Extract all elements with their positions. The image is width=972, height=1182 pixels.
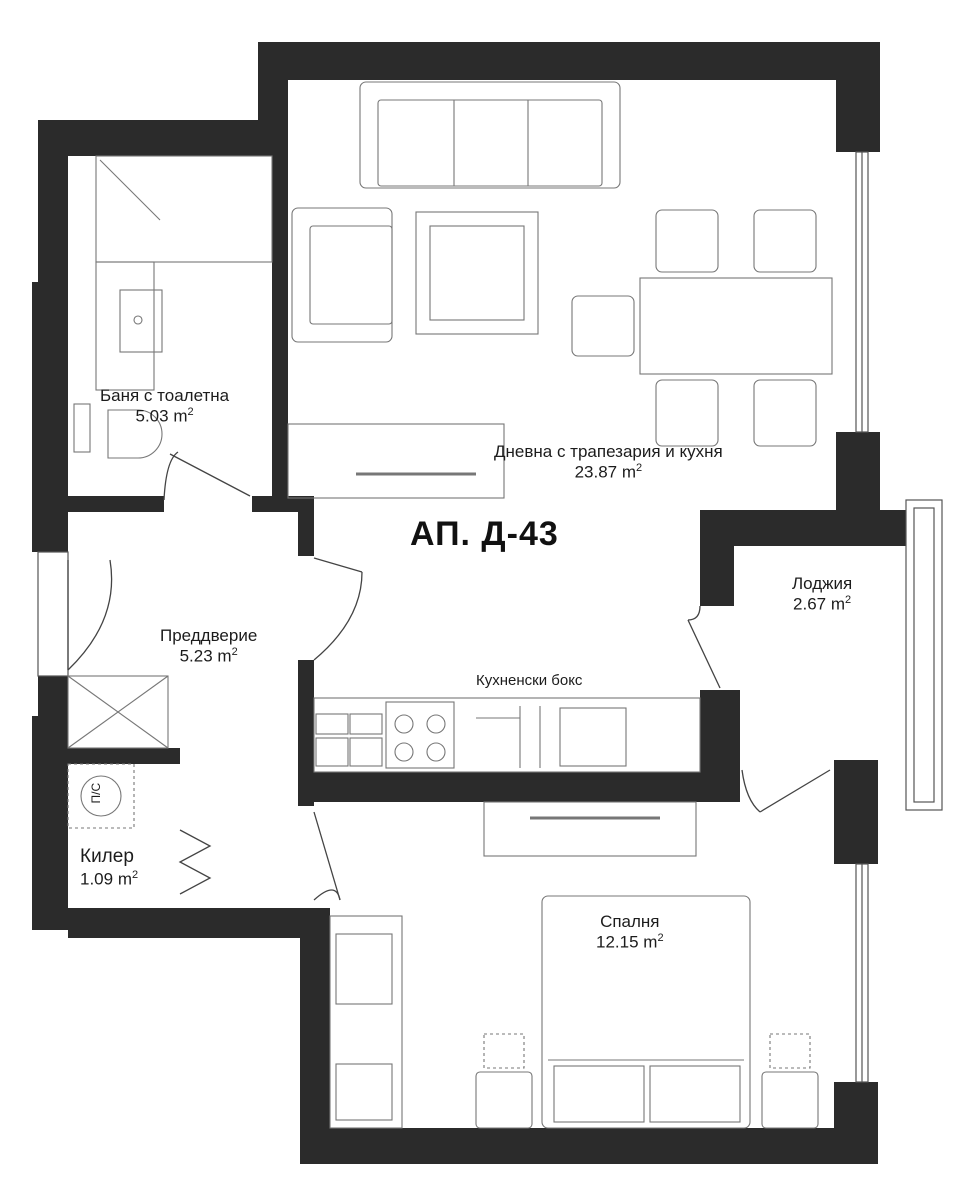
window-loggia bbox=[905, 499, 943, 811]
shaft bbox=[67, 763, 135, 829]
armchair bbox=[291, 207, 393, 343]
wardrobe bbox=[329, 915, 403, 1129]
hall-cabinet bbox=[67, 675, 169, 749]
room-area: 5.23 bbox=[179, 647, 213, 667]
coffee-table bbox=[415, 211, 539, 335]
wall-hall-right-b bbox=[298, 660, 314, 806]
doors bbox=[67, 451, 831, 901]
shower bbox=[95, 155, 273, 263]
room-name: Лоджия bbox=[792, 574, 853, 593]
room-name: Преддверие bbox=[160, 626, 258, 645]
room-area: 2.67 bbox=[793, 595, 827, 615]
wall-right-upper bbox=[836, 80, 880, 152]
window-left-hall bbox=[37, 551, 69, 677]
wall-bath-bottom-a bbox=[68, 496, 164, 512]
room-label-bedroom: Спалня 12.15 m2 bbox=[596, 912, 664, 953]
wall-bath-top bbox=[38, 120, 272, 156]
bed bbox=[541, 895, 751, 1129]
wall-bath-bottom-b bbox=[252, 496, 302, 512]
wall-pantry-top bbox=[68, 748, 180, 764]
room-label-pantry: Килер 1.09 m2 bbox=[80, 846, 139, 889]
door-bedroom[interactable] bbox=[313, 811, 341, 901]
furniture bbox=[67, 81, 833, 1129]
bathroom-sink bbox=[95, 261, 163, 391]
tv-unit bbox=[287, 423, 505, 499]
wall-kitchen-bottom bbox=[298, 772, 740, 802]
wall-left-block bbox=[32, 282, 44, 552]
room-name: Баня с тоалетна bbox=[100, 386, 230, 405]
door-bath[interactable] bbox=[163, 451, 251, 501]
wall-loggia-top bbox=[700, 510, 906, 546]
room-name: Дневна с трапезария и кухня bbox=[494, 442, 723, 461]
room-label-loggia: Лоджия 2.67 m2 bbox=[792, 574, 853, 615]
door-pantry-folding[interactable] bbox=[178, 829, 212, 895]
room-label-bath: Баня с тоалетна 5.03 m2 bbox=[100, 386, 230, 427]
door-loggia-lower[interactable] bbox=[741, 769, 831, 813]
room-label-living: Дневна с трапезария и кухня 23.87 m2 bbox=[494, 442, 723, 483]
wall-bedroom-bottom bbox=[300, 1128, 878, 1164]
toilet bbox=[73, 403, 163, 459]
room-name: Спалня bbox=[600, 912, 660, 931]
room-name: Килер bbox=[80, 846, 134, 867]
wall-living-left-2 bbox=[272, 130, 288, 500]
door-entrance[interactable] bbox=[67, 559, 113, 671]
kitchen-label: Кухненски бокс bbox=[476, 672, 583, 689]
walls bbox=[32, 42, 906, 1164]
apartment-title: АП. Д-43 bbox=[410, 515, 559, 553]
window-living-right bbox=[855, 151, 869, 433]
dining-table bbox=[639, 277, 833, 375]
wall-left-block-2 bbox=[32, 716, 44, 930]
room-label-hall: Преддверие 5.23 m2 bbox=[160, 626, 258, 667]
shaft-label: П/С bbox=[89, 782, 104, 804]
room-area: 1.09 bbox=[80, 869, 114, 889]
room-area: 5.03 bbox=[135, 407, 169, 427]
wall-hall-right-a bbox=[298, 496, 314, 556]
wall-loggia-left-b bbox=[700, 690, 740, 802]
nightstands bbox=[475, 1033, 819, 1129]
sofa bbox=[359, 81, 621, 189]
wall-right-lower-a bbox=[834, 760, 878, 864]
door-loggia[interactable] bbox=[687, 605, 721, 689]
dining-chairs bbox=[571, 209, 817, 447]
window-bedroom-right bbox=[855, 863, 869, 1083]
room-area: 12.15 bbox=[596, 933, 639, 953]
wall-loggia-left-a bbox=[700, 546, 734, 606]
room-area: 23.87 bbox=[574, 463, 618, 483]
wall-top bbox=[258, 42, 880, 80]
wall-bedroom-left bbox=[300, 908, 330, 1164]
wall-right-mid bbox=[836, 432, 880, 510]
wall-pantry-bottom bbox=[68, 908, 330, 938]
windows bbox=[37, 151, 943, 1083]
kitchen-counter bbox=[313, 697, 701, 773]
bedroom-tv-unit bbox=[483, 801, 697, 857]
door-living[interactable] bbox=[313, 557, 363, 661]
